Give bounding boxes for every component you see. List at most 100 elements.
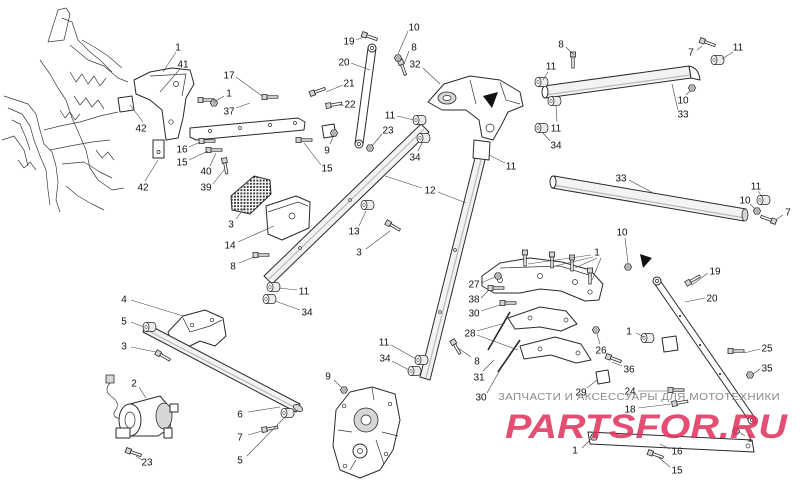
callout-number: 3 bbox=[228, 220, 234, 231]
bolt bbox=[397, 58, 409, 77]
leader-line bbox=[480, 276, 496, 284]
leader-line bbox=[188, 141, 201, 148]
bolt bbox=[261, 94, 279, 100]
steering-post-casting bbox=[427, 75, 524, 141]
leader-line bbox=[776, 214, 784, 220]
steering-bracket bbox=[265, 195, 311, 241]
callout-number: 20 bbox=[706, 294, 718, 305]
callout-number: 41 bbox=[177, 60, 189, 71]
bushing bbox=[412, 115, 427, 125]
callout-number: 2 bbox=[131, 379, 137, 390]
bolt bbox=[252, 251, 270, 259]
callout-number: 28 bbox=[464, 329, 476, 340]
bolt bbox=[261, 424, 279, 433]
leader-line bbox=[138, 386, 147, 399]
bushing bbox=[547, 96, 562, 106]
callout-number: 22 bbox=[344, 100, 356, 111]
watermark: ЗАПЧАСТИ И АКСЕССУАРЫ ДЛЯ МОТОТЕХНИКИ PA… bbox=[498, 392, 789, 446]
nut bbox=[493, 272, 503, 280]
leader-line bbox=[684, 297, 706, 303]
steering-arm-assembly bbox=[481, 257, 604, 302]
callout-number: 23 bbox=[382, 126, 394, 137]
leader-line bbox=[721, 51, 734, 60]
callout-number: 40 bbox=[200, 167, 212, 178]
leader-line bbox=[235, 102, 251, 109]
bolt bbox=[449, 338, 463, 356]
leader-line bbox=[390, 344, 417, 360]
leader-lines bbox=[129, 30, 784, 468]
leader-line bbox=[339, 104, 345, 107]
handlebar-support-tube bbox=[541, 65, 701, 99]
nut bbox=[339, 386, 349, 394]
bracket-tab-upper bbox=[117, 95, 135, 113]
callout-number: 11 bbox=[733, 43, 744, 54]
callout-number: 12 bbox=[424, 186, 436, 197]
callout-number: 1 bbox=[226, 89, 232, 100]
leader-line bbox=[743, 348, 761, 354]
callout-number: 23 bbox=[141, 458, 153, 469]
direction-marker bbox=[483, 92, 498, 108]
bolt bbox=[124, 447, 143, 459]
callout-number: 34 bbox=[409, 153, 421, 164]
direction-marker bbox=[640, 254, 652, 268]
leader-line bbox=[391, 360, 410, 371]
bolt bbox=[308, 85, 327, 97]
leader-line bbox=[624, 237, 629, 264]
callout-number: 11 bbox=[379, 338, 390, 349]
callout-number: 16 bbox=[176, 145, 188, 156]
leader-line bbox=[238, 256, 255, 264]
leader-line bbox=[384, 175, 423, 189]
leader-line bbox=[691, 272, 709, 286]
callout-number: 5 bbox=[121, 317, 127, 328]
callout-number: 38 bbox=[468, 295, 480, 306]
leader-line bbox=[437, 191, 467, 204]
bolt bbox=[646, 449, 665, 461]
callout-number: 8 bbox=[411, 43, 417, 54]
callout-number: 15 bbox=[671, 466, 683, 477]
callout-number: 33 bbox=[615, 174, 627, 185]
bushing bbox=[534, 77, 549, 87]
bolt bbox=[205, 146, 223, 154]
leader-line bbox=[581, 438, 592, 449]
callout-number: 35 bbox=[761, 364, 773, 375]
leader-line bbox=[685, 90, 691, 96]
leader-line bbox=[541, 131, 551, 142]
callout-number: 11 bbox=[551, 124, 562, 135]
support-bar bbox=[189, 117, 306, 141]
leader-line bbox=[333, 379, 342, 388]
leader-line bbox=[635, 332, 645, 338]
callout-number: 6 bbox=[237, 410, 243, 421]
callout-number: 3 bbox=[356, 248, 362, 259]
leader-line bbox=[396, 115, 415, 121]
leader-line bbox=[488, 154, 506, 164]
bushing bbox=[360, 200, 375, 210]
callout-number: 10 bbox=[677, 96, 689, 107]
callout-number: 42 bbox=[135, 124, 147, 135]
tie-rod-lower bbox=[640, 254, 757, 425]
bolt bbox=[759, 213, 778, 225]
leader-line bbox=[162, 51, 177, 73]
leader-line bbox=[237, 225, 275, 243]
callout-number: 11 bbox=[546, 62, 557, 73]
tie-rod-upper bbox=[354, 43, 377, 149]
callout-number: 8 bbox=[230, 262, 236, 273]
callout-number: 30 bbox=[475, 393, 487, 404]
leader-line bbox=[246, 415, 287, 457]
leader-line bbox=[565, 46, 575, 56]
bushing bbox=[142, 322, 157, 332]
callout-number: 11 bbox=[299, 287, 310, 298]
leader-line bbox=[696, 45, 703, 51]
callout-number: 3 bbox=[121, 342, 127, 353]
bushing bbox=[262, 294, 277, 304]
callout-number: 1 bbox=[572, 446, 578, 457]
callout-number: 21 bbox=[343, 79, 355, 90]
leader-line bbox=[637, 403, 672, 409]
callout-number: 13 bbox=[348, 227, 360, 238]
leader-line bbox=[130, 299, 184, 317]
bolt bbox=[499, 299, 517, 307]
callout-number: 1 bbox=[175, 43, 181, 54]
leader-line bbox=[371, 133, 383, 147]
leader-line bbox=[752, 368, 761, 375]
leader-line bbox=[422, 67, 441, 85]
nut bbox=[746, 371, 754, 379]
